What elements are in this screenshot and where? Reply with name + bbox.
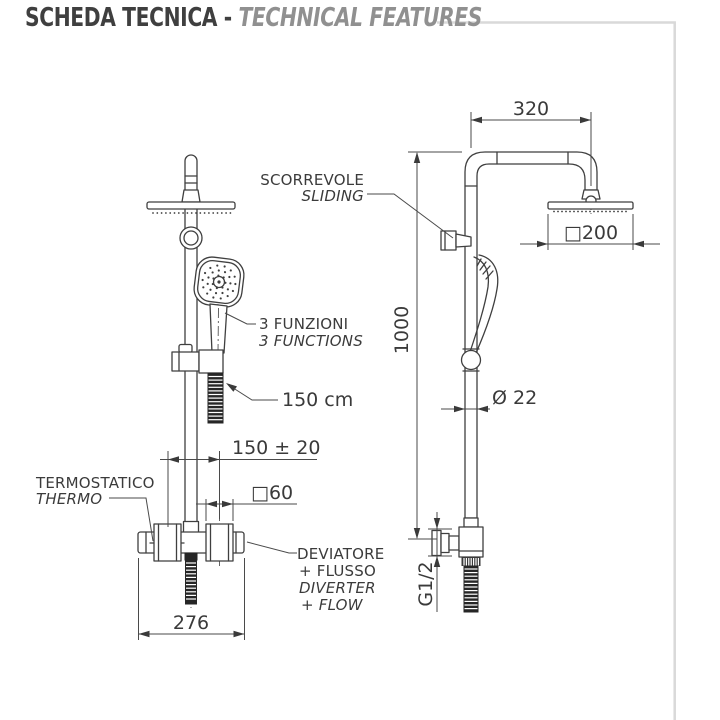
dimension-o22: Ø 22 bbox=[441, 387, 537, 413]
callout-sliding: SCORREVOLE SLIDING bbox=[260, 171, 454, 239]
handle-holder bbox=[198, 349, 224, 374]
label-hose-length: 150 cm bbox=[282, 389, 353, 411]
nozzle-dots-front bbox=[152, 212, 232, 214]
page-title-italian: SCHEDA TECNICA - bbox=[25, 3, 239, 33]
dimension-g12: G1/2 bbox=[415, 512, 441, 612]
dim-head-size: □200 bbox=[564, 222, 618, 244]
label-functions-en: 3 FUNCTIONS bbox=[259, 332, 363, 350]
label-sliding-it: SCORREVOLE bbox=[260, 171, 364, 189]
label-diverter-en2: + FLOW bbox=[301, 596, 364, 614]
sliding-bracket-side bbox=[440, 230, 472, 251]
page-title-english: TECHNICAL FEATURES bbox=[238, 3, 482, 33]
hand-shower-front bbox=[193, 256, 245, 308]
page-frame bbox=[437, 21, 676, 720]
dimension-150-20: 150 ± 20 bbox=[160, 437, 320, 527]
mixer-hose bbox=[185, 559, 197, 605]
dim-column-height: 1000 bbox=[391, 306, 413, 354]
pipe-collar bbox=[182, 520, 200, 534]
dimension-60: □60 bbox=[196, 482, 297, 521]
dimension-276: 276 bbox=[138, 558, 245, 640]
dimension-1000: 1000 bbox=[391, 151, 462, 540]
front-view-drawing bbox=[137, 154, 245, 608]
dim-inlet-spacing: 150 ± 20 bbox=[232, 437, 320, 459]
wall-union bbox=[431, 517, 484, 566]
page-title: SCHEDA TECNICA - TECHNICAL FEATURES bbox=[25, 3, 482, 37]
dim-knob-size: □60 bbox=[251, 482, 293, 504]
label-sliding-en: SLIDING bbox=[301, 187, 364, 205]
hose-nut bbox=[184, 552, 198, 561]
union-hose bbox=[463, 565, 479, 613]
dim-pipe-diameter: Ø 22 bbox=[492, 387, 537, 409]
dim-thread: G1/2 bbox=[415, 561, 437, 606]
label-thermo-en: THERMO bbox=[36, 490, 102, 508]
head-cone-side bbox=[581, 189, 601, 200]
label-diverter-it1: DEVIATORE bbox=[297, 545, 384, 563]
dim-arm-reach: 320 bbox=[513, 98, 549, 120]
hand-shower-hose bbox=[207, 372, 224, 424]
label-diverter-en1: DIVERTER bbox=[299, 579, 376, 597]
head-cone bbox=[181, 189, 201, 203]
overhead-shower-side bbox=[547, 201, 634, 210]
callout-thermo: TERMOSTATICO THERMO bbox=[35, 474, 155, 542]
label-functions-it: 3 FUNZIONI bbox=[259, 315, 348, 333]
spray-nozzles bbox=[201, 264, 237, 300]
nozzle-dots-side bbox=[553, 210, 627, 213]
side-view-drawing bbox=[428, 146, 634, 613]
shower-column-pipe bbox=[184, 154, 198, 532]
label-diverter-it2: + FLUSSO bbox=[299, 562, 376, 580]
label-thermo-it: TERMOSTATICO bbox=[35, 474, 155, 492]
dimension-320: 320 bbox=[470, 98, 592, 186]
dimension-200: □200 bbox=[520, 214, 660, 250]
ball-joint bbox=[460, 349, 482, 371]
slider-bracket-front bbox=[171, 351, 200, 372]
overhead-shower-front bbox=[146, 201, 236, 210]
callout-diverter: DEVIATORE + FLUSSO DIVERTER + FLOW bbox=[246, 541, 384, 614]
dim-mixer-width: 276 bbox=[173, 612, 209, 634]
callout-hose-length: 150 cm bbox=[226, 383, 353, 411]
callout-functions: 3 FUNZIONI 3 FUNCTIONS bbox=[224, 312, 363, 350]
hand-shower-side bbox=[469, 254, 499, 354]
bracket-knob bbox=[178, 343, 193, 354]
